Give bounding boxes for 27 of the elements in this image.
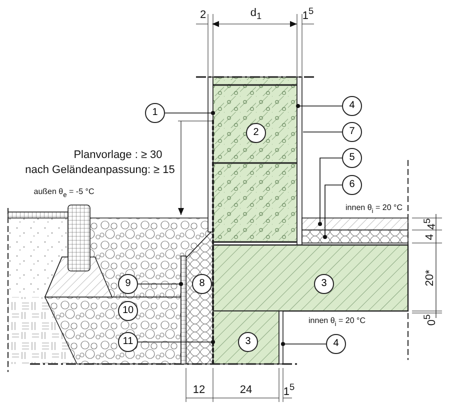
dimension-label: d$_{1}$ (250, 6, 262, 22)
height-note: nach Geländeanpassung: ≥ 15 (25, 164, 175, 176)
dimension-label: 24 (240, 384, 252, 396)
temperature-label: innen θ$_{i}$ = 20 °C (308, 316, 366, 328)
temperature-label: innen θ$_{i}$ = 20 °C (346, 203, 402, 215)
temperature-label: außen θ$_{e}$ = -5 °C (34, 187, 94, 199)
leader-line (323, 184, 342, 239)
height-note: Planvorlage : ≥ 30 (74, 149, 162, 161)
drainage-board (180, 256, 186, 364)
dimension-label: 4 (424, 234, 436, 240)
callout-number: 6 (342, 175, 362, 195)
callout-number: 7 (342, 122, 362, 142)
leader-line (138, 282, 183, 286)
leader-line (164, 111, 215, 115)
callout-number: 4 (326, 334, 346, 354)
callout-number: 1 (145, 103, 165, 123)
dimension-label: 12 (192, 384, 206, 396)
leader-line (296, 104, 342, 108)
dimension-label: 1$^{5}$ (283, 382, 295, 398)
callout-number: 4 (342, 96, 362, 116)
leader-line (138, 340, 215, 344)
callout-number: 5 (342, 148, 362, 168)
dimension-label: 2 (200, 9, 206, 21)
leader-line (318, 158, 342, 226)
dimension-label: 1$^{5}$ (302, 6, 314, 22)
leader-line (281, 342, 326, 346)
dimension-label: 20* (424, 270, 436, 286)
